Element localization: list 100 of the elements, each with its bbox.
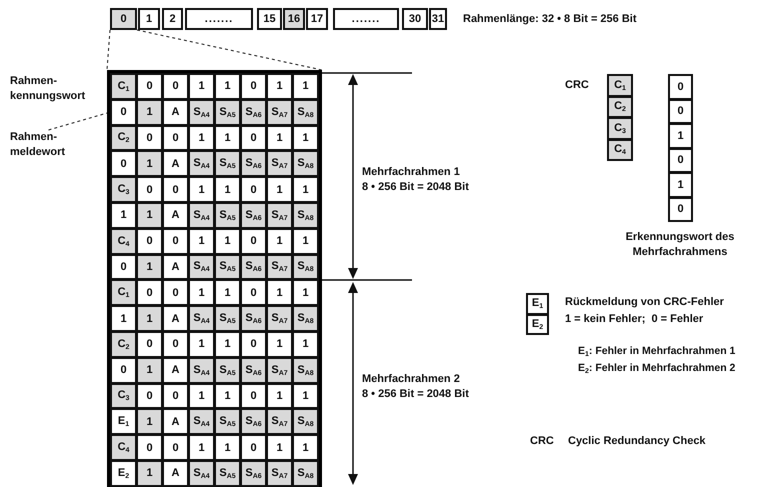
timeslot-cell: 17 <box>306 8 328 30</box>
bit-cell: S$_{A6}$ <box>240 408 267 436</box>
bit-cell: 1 <box>188 228 215 255</box>
multiframe-label: Mehrfachrahmen 1 <box>362 165 460 180</box>
bit-cell: 0 <box>162 331 189 358</box>
bit-cell: 1 <box>668 172 693 198</box>
bit-cell: S$_{A7}$ <box>266 460 293 487</box>
bit-cell: A <box>162 460 189 487</box>
multiframe-label: 8 • 256 Bit = 2048 Bit <box>362 180 469 195</box>
timeslot-cell: 15 <box>257 8 282 30</box>
bit-cell: A <box>162 305 189 332</box>
bit-cell: C$_{4}$ <box>110 228 137 255</box>
bit-cell: 1 <box>110 305 137 332</box>
bit-cell: E$_{1}$ <box>110 408 137 436</box>
bit-cell: 1 <box>266 73 293 100</box>
bit-cell: 1 <box>292 434 319 461</box>
bit-cell: 0 <box>668 196 693 222</box>
bit-cell: S$_{A8}$ <box>292 254 319 280</box>
bit-cell: 0 <box>240 176 267 203</box>
bit-cell: 1 <box>188 176 215 203</box>
bit-cell: C$_{1}$ <box>110 279 137 306</box>
zoom-guide-line <box>106 30 110 70</box>
bit-cell: 0 <box>668 148 693 173</box>
bit-cell: S$_{A4}$ <box>188 150 215 178</box>
bit-cell: S$_{A5}$ <box>214 408 241 436</box>
legend-text: 1 = kein Fehler; 0 = Fehler <box>565 312 704 327</box>
crc-cell: C$_{4}$ <box>607 138 633 161</box>
legend-text: E$_{1}$: Fehler in Mehrfachrahmen 1 <box>578 344 736 360</box>
bit-cell: S$_{A5}$ <box>214 356 241 384</box>
word-caption: Erkennungswort des Mehrfachrahmens <box>624 230 736 260</box>
bit-cell: C$_{3}$ <box>110 176 137 203</box>
bit-cell: 1 <box>214 228 241 255</box>
bit-cell: 0 <box>240 331 267 358</box>
bit-cell: A <box>162 408 189 436</box>
bit-cell: 1 <box>266 331 293 358</box>
timeslot-cell: 1 <box>138 8 160 30</box>
bit-cell: 1 <box>136 98 163 126</box>
bit-cell: S$_{A4}$ <box>188 305 215 332</box>
bit-cell: S$_{A8}$ <box>292 356 319 384</box>
bit-cell: S$_{A6}$ <box>240 202 267 229</box>
legend-text: Rückmeldung von CRC-Fehler <box>565 295 724 310</box>
bit-cell: S$_{A4}$ <box>188 202 215 229</box>
bit-cell: 1 <box>214 73 241 100</box>
bit-cell: A <box>162 356 189 384</box>
bit-cell: 0 <box>136 73 163 100</box>
zoom-guide-line <box>136 30 322 70</box>
bit-cell: 1 <box>292 124 319 152</box>
bit-cell: S$_{A7}$ <box>266 408 293 436</box>
crc-label: CRC <box>565 78 589 93</box>
bit-cell: S$_{A5}$ <box>214 150 241 178</box>
bit-cell: C$_{1}$ <box>110 73 137 100</box>
timeslot-cell: ....... <box>185 8 253 30</box>
timeslot-cell: 31 <box>429 8 447 30</box>
bit-cell: S$_{A7}$ <box>266 356 293 384</box>
bit-cell: S$_{A5}$ <box>214 305 241 332</box>
bit-cell: 1 <box>136 460 163 487</box>
bit-cell: S$_{A6}$ <box>240 98 267 126</box>
bit-cell: 1 <box>292 73 319 100</box>
bit-cell: 1 <box>266 228 293 255</box>
bit-cell: A <box>162 150 189 178</box>
bit-cell: S$_{A8}$ <box>292 408 319 436</box>
bit-cell: S$_{A5}$ <box>214 98 241 126</box>
bit-cell: 0 <box>136 331 163 358</box>
bit-cell: E$_{2}$ <box>110 460 137 487</box>
bit-cell: S$_{A6}$ <box>240 356 267 384</box>
bit-cell: 0 <box>162 434 189 461</box>
bit-cell: 1 <box>292 176 319 203</box>
bit-cell: C$_{2}$ <box>110 331 137 358</box>
timeslot-cell: 16 <box>283 8 305 30</box>
timeslot-cell: 2 <box>162 8 183 30</box>
bit-cell: 0 <box>136 228 163 255</box>
timeslot-cell: 0 <box>110 8 137 30</box>
bit-cell: 1 <box>136 408 163 436</box>
bit-cell: 0 <box>240 73 267 100</box>
bit-cell: 0 <box>668 98 693 124</box>
multiframe-label: Mehrfachrahmen 2 <box>362 372 460 387</box>
bit-cell: S$_{A6}$ <box>240 460 267 487</box>
bit-cell: S$_{A7}$ <box>266 202 293 229</box>
bit-cell: S$_{A4}$ <box>188 408 215 436</box>
frame-table <box>107 70 322 487</box>
crc-cell: C$_{2}$ <box>607 96 633 118</box>
bit-cell: 1 <box>292 331 319 358</box>
bit-cell: S$_{A8}$ <box>292 202 319 229</box>
bit-cell: 0 <box>110 356 137 384</box>
bit-cell: 0 <box>136 279 163 306</box>
multiframe-label: 8 • 256 Bit = 2048 Bit <box>362 387 469 402</box>
bit-cell: S$_{A5}$ <box>214 460 241 487</box>
bit-cell: S$_{A4}$ <box>188 356 215 384</box>
bit-cell: 1 <box>292 382 319 410</box>
bit-cell: S$_{A8}$ <box>292 460 319 487</box>
bit-cell: S$_{A4}$ <box>188 98 215 126</box>
bit-cell: 0 <box>110 150 137 178</box>
bit-cell: 1 <box>266 279 293 306</box>
bit-cell: 1 <box>668 123 693 148</box>
bit-cell: S$_{A8}$ <box>292 150 319 178</box>
bit-cell: 1 <box>110 202 137 229</box>
bit-cell: 1 <box>214 176 241 203</box>
bit-cell: 1 <box>214 434 241 461</box>
bit-cell: 0 <box>162 73 189 100</box>
bit-cell: 1 <box>136 356 163 384</box>
